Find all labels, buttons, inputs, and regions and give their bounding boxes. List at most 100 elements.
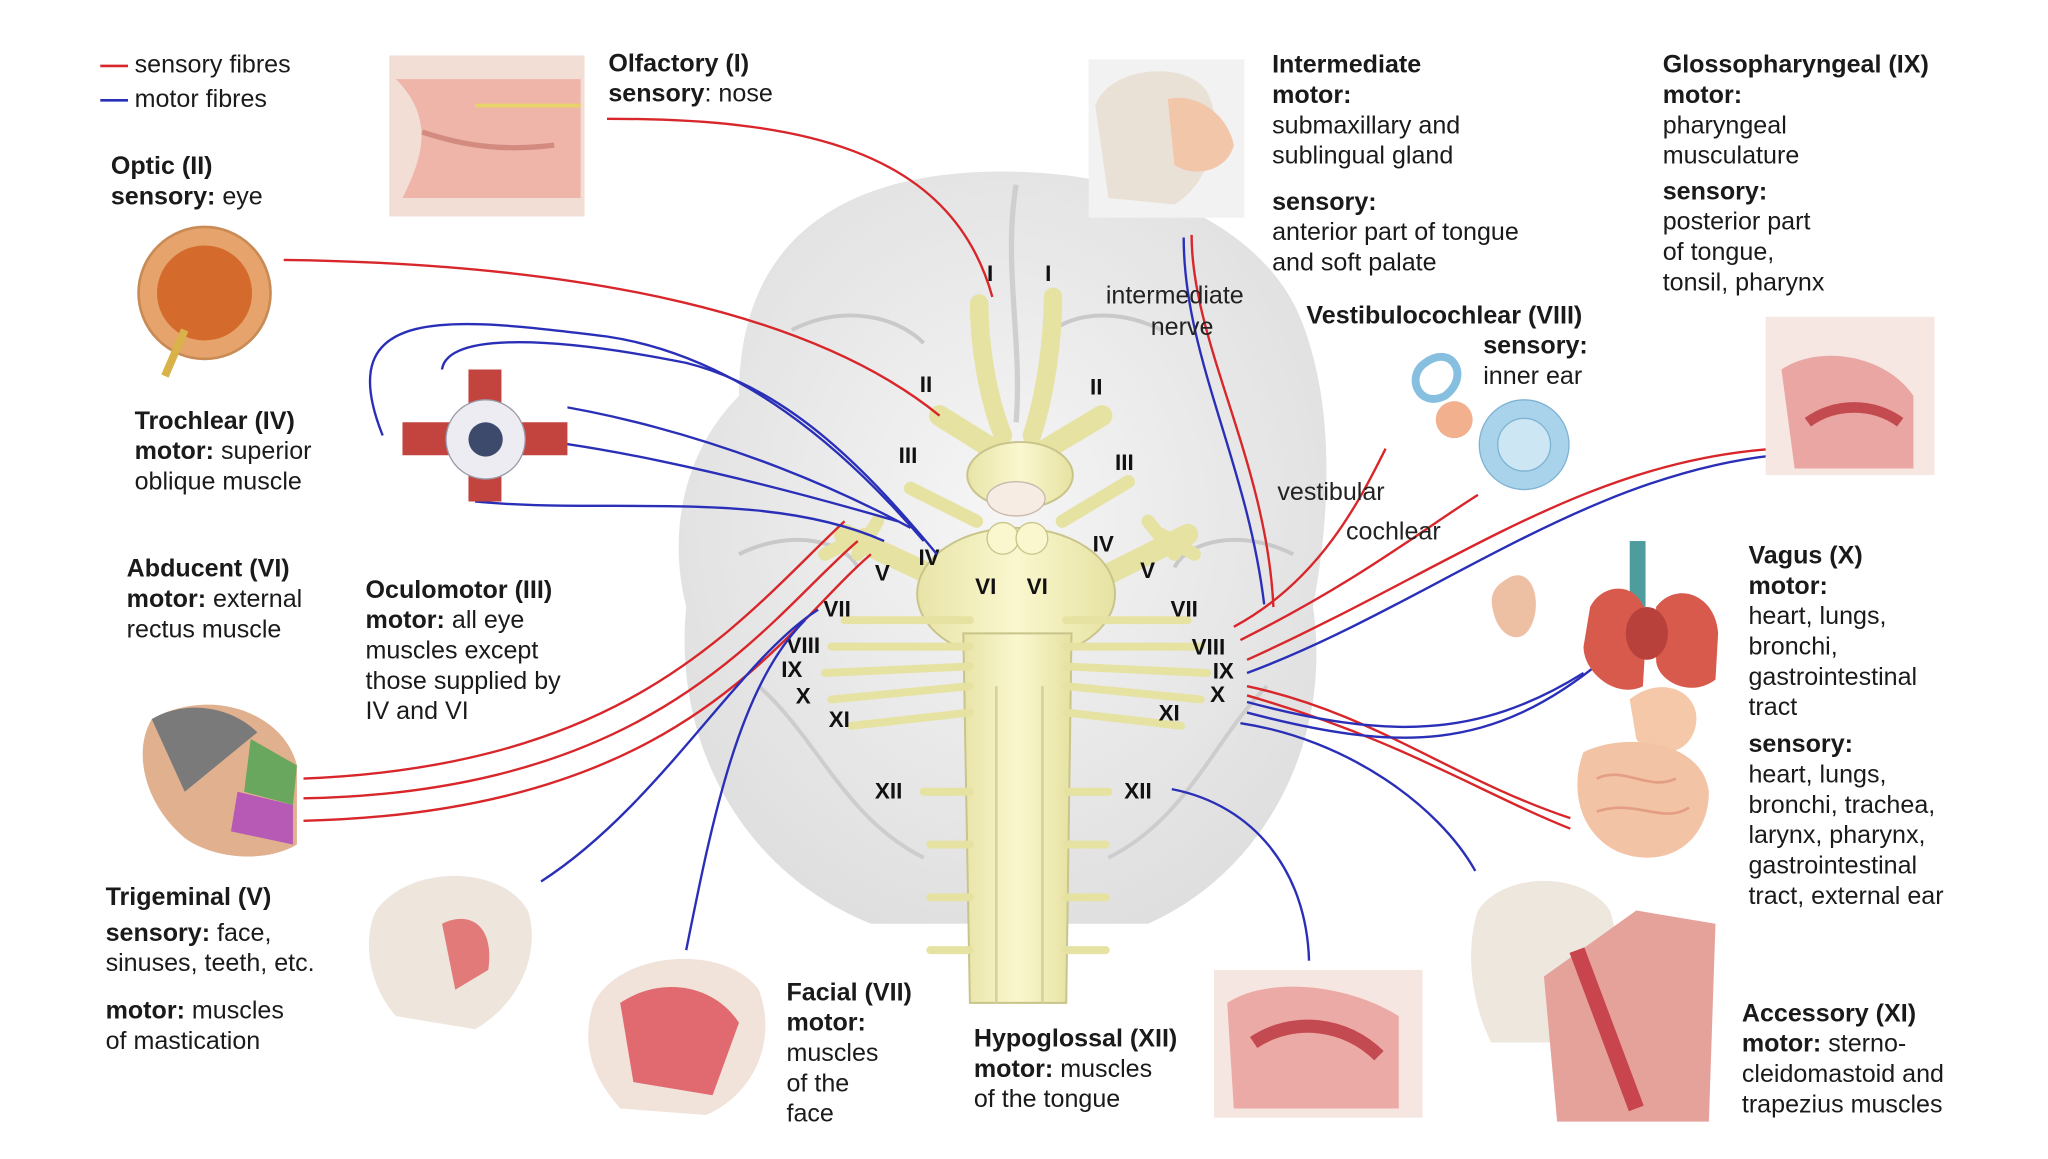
nerve-numerals: I I II II III III IV IV V V VI VI VII VI… — [781, 261, 1234, 803]
numeral-X-right: X — [1210, 682, 1225, 707]
facial-label: Facial (VII) motor: muscles of the face — [786, 978, 911, 1130]
facial-line-1: muscles — [786, 1039, 879, 1068]
accessory-motor-key: motor: — [1741, 1030, 1822, 1059]
numeral-II-left: II — [920, 372, 932, 397]
hypoglossal-motor-text: muscles — [1053, 1055, 1153, 1084]
oculomotor-line-3: IV and VI — [365, 698, 469, 726]
numeral-V-right: V — [1140, 558, 1155, 583]
numeral-III-left: III — [899, 443, 918, 468]
glossopharyngeal-motor-line-1: pharyngeal — [1662, 112, 1787, 140]
optic-sensory-key: sensory: — [110, 183, 216, 212]
intermediate-title: Intermediate — [1272, 51, 1422, 80]
oculomotor-label: Oculomotor (III) motor: all eye muscles … — [366, 575, 561, 727]
tongue-illustration — [1214, 969, 1423, 1118]
vestibulocochlear-sensory-key: sensory: — [1483, 332, 1588, 361]
glossopharyngeal-sensory-line-1: posterior part — [1662, 208, 1811, 237]
glossopharyngeal-label: Glossopharyngeal (IX) motor: pharyngeal … — [1663, 50, 1929, 298]
trigeminal-sensory-text: face, — [210, 919, 272, 948]
intermediate-sensory-line-1: anterior part of tongue — [1272, 219, 1519, 247]
accessory-title: Accessory (XI) — [1741, 1000, 1917, 1028]
oculomotor-motor-text: all eye — [444, 607, 525, 635]
trochlear-motor-text-2: oblique muscle — [134, 468, 302, 497]
glossopharyngeal-sensory-line-2: of tongue, — [1662, 238, 1775, 267]
vagus-sensory-line-1: heart, lungs, — [1748, 761, 1887, 790]
numeral-V-left: V — [875, 561, 890, 586]
skull-mastication-illustration — [368, 875, 532, 1030]
facial-line-2: of the — [786, 1070, 850, 1098]
cochlear-label: cochlear — [1346, 518, 1441, 546]
accessory-label: Accessory (XI) motor: sterno- cleidomast… — [1742, 999, 1944, 1120]
vagus-sensory-line-4: gastrointestinal — [1748, 852, 1918, 881]
glossopharyngeal-motor-key: motor: — [1662, 81, 1743, 110]
trigeminal-motor-text: muscles — [184, 997, 284, 1026]
facial-motor-key: motor: — [786, 1009, 866, 1038]
hypoglossal-motor-key: motor: — [973, 1055, 1054, 1084]
abducent-motor-text-2: rectus muscle — [126, 616, 282, 644]
numeral-VI-right: VI — [1027, 574, 1048, 599]
legend-sensory-label: sensory fibres — [134, 51, 291, 80]
eye-muscles-illustration — [402, 369, 568, 502]
inner-ear-illustration — [1411, 352, 1570, 491]
trigeminal-sensory-text-2: sinuses, teeth, etc. — [105, 950, 315, 978]
head-trigeminal-illustration — [142, 704, 297, 857]
numeral-XII-left: XII — [875, 778, 902, 803]
vestibular-label: vestibular — [1277, 478, 1384, 506]
motor-fibres — [368, 237, 1775, 961]
vagus-sensory-line-5: tract, external ear — [1748, 882, 1944, 911]
vestibulocochlear-title: Vestibulocochlear (VIII) — [1306, 302, 1583, 330]
trochlear-motor-text: superior — [213, 438, 312, 466]
trochlear-motor-key: motor: — [134, 438, 214, 466]
vagus-motor-line-2: bronchi, — [1748, 633, 1838, 662]
olfactory-label: Olfactory (I) sensory: nose — [608, 49, 772, 110]
vagus-motor-key: motor: — [1748, 572, 1828, 601]
glossopharyngeal-motor-line-2: musculature — [1662, 142, 1800, 171]
vagus-sensory-line-3: larynx, pharynx, — [1748, 822, 1926, 850]
intermediate-motor-line-2: sublingual gland — [1272, 142, 1454, 171]
parotid-skull-illustration — [1088, 59, 1245, 218]
trigeminal-sensory-key: sensory: — [105, 919, 211, 948]
trigeminal-motor-key: motor: — [105, 997, 185, 1026]
numeral-I-right: I — [1045, 261, 1051, 286]
numeral-XI-left: XI — [829, 707, 850, 732]
olfactory-title: Olfactory (I) — [608, 50, 750, 78]
face-muscles-illustration — [588, 958, 766, 1116]
pharynx-illustration — [1765, 316, 1935, 476]
numeral-VII-right: VII — [1170, 596, 1197, 621]
oculomotor-line-1: muscles except — [365, 637, 539, 666]
vestibulocochlear-label: Vestibulocochlear (VIII) sensory: inner … — [1306, 301, 1587, 392]
hypoglossal-motor-text-2: of the tongue — [973, 1086, 1121, 1114]
numeral-X-left: X — [796, 683, 811, 708]
oculomotor-title: Oculomotor (III) — [365, 576, 553, 605]
numeral-IV-left: IV — [918, 545, 939, 570]
vagus-motor-line-1: heart, lungs, — [1748, 603, 1887, 631]
neck-muscles-illustration — [1471, 880, 1716, 1122]
numeral-XII-right: XII — [1124, 778, 1151, 803]
abducent-label: Abducent (VI) motor: external rectus mus… — [127, 554, 303, 645]
brainstem — [818, 287, 1212, 1004]
olfactory-sensory-text: : nose — [704, 80, 773, 109]
intestines-illustration — [1577, 687, 1709, 858]
numeral-IX-right: IX — [1213, 658, 1234, 683]
sensory-fibres — [283, 117, 1775, 830]
olfactory-sensory-key: sensory — [608, 80, 705, 109]
eye-illustration — [137, 225, 272, 378]
trigeminal-label: Trigeminal (V) sensory: face, sinuses, t… — [106, 883, 315, 1057]
vagus-sensory-key: sensory: — [1748, 731, 1853, 759]
optic-label: Optic (II) sensory: eye — [111, 152, 263, 213]
trochlear-title: Trochlear (IV) — [134, 407, 295, 436]
oculomotor-motor-key: motor: — [365, 607, 445, 635]
numeral-VII-left: VII — [823, 596, 850, 621]
numeral-I-left: I — [987, 261, 993, 286]
ear-illustration — [1491, 575, 1536, 638]
glossopharyngeal-sensory-line-3: tonsil, pharynx — [1662, 269, 1825, 297]
trochlear-label: Trochlear (IV) motor: superior oblique m… — [135, 406, 312, 497]
vagus-motor-line-3: gastrointestinal — [1748, 663, 1918, 692]
glossopharyngeal-sensory-key: sensory: — [1662, 178, 1768, 206]
abducent-motor-key: motor: — [126, 585, 207, 614]
hypoglossal-label: Hypoglossal (XII) motor: muscles of the … — [974, 1024, 1177, 1115]
intermediate-sensory-key: sensory: — [1272, 188, 1377, 217]
numeral-VIII-left: VIII — [786, 633, 820, 658]
hypoglossal-title: Hypoglossal (XII) — [973, 1025, 1178, 1054]
